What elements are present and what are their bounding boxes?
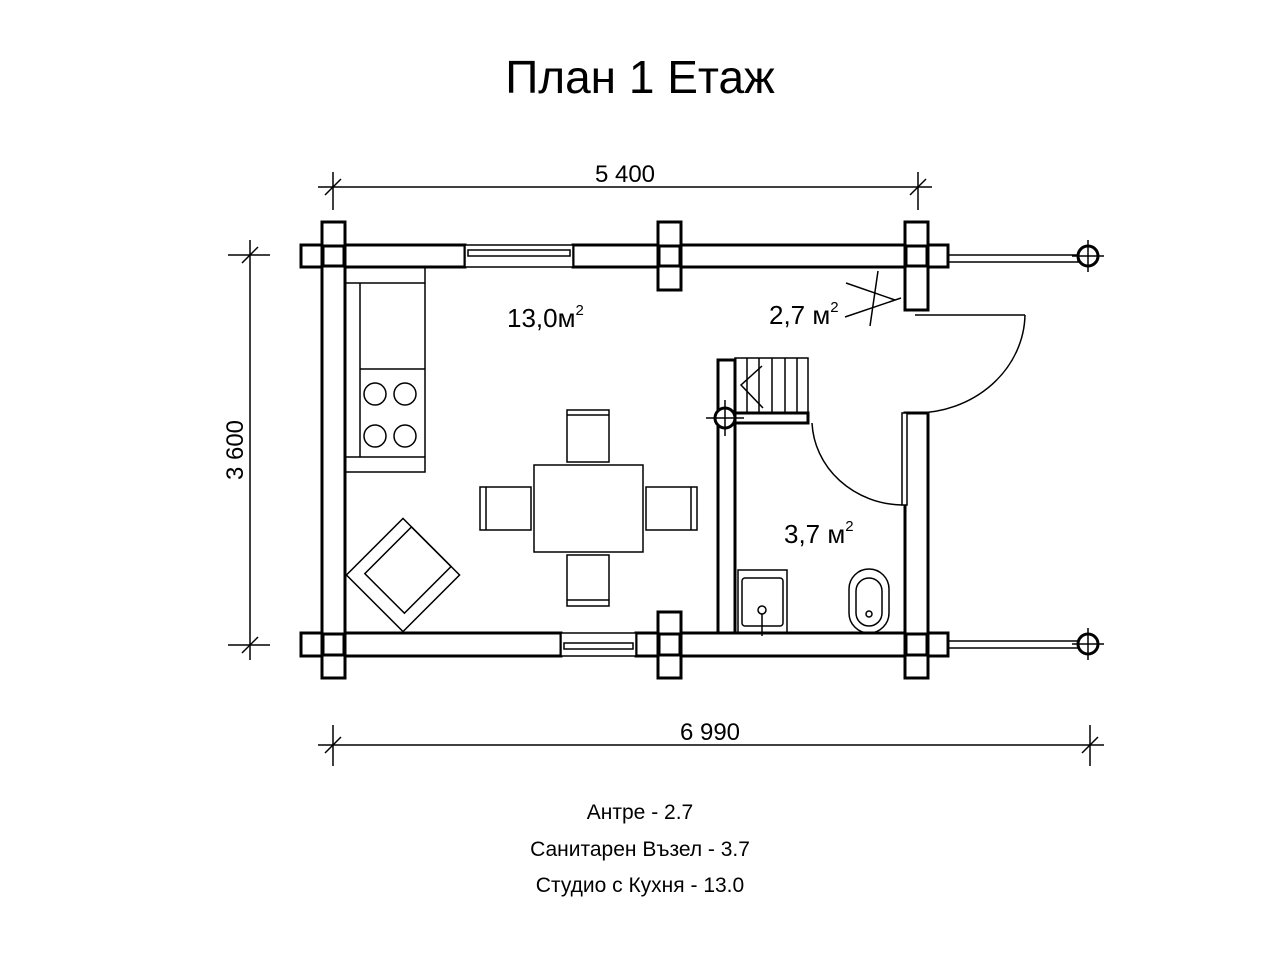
room-area-bathroom: 3,7 м2: [784, 518, 854, 549]
dimension-left: 3 600: [222, 240, 270, 660]
entrance-door: [914, 314, 1026, 414]
dimension-top-label: 5 400: [595, 161, 655, 188]
armchair: [345, 517, 461, 633]
bathroom-door: [811, 412, 908, 506]
window-top: [464, 244, 574, 268]
dining-chairs: [479, 409, 698, 607]
walls: [299, 220, 950, 680]
balcony-rail-bottom: [947, 628, 1104, 660]
stairs: [734, 357, 809, 414]
light-fixture-icon: [844, 270, 902, 327]
column-post: [706, 400, 744, 436]
legend-item: Санитарен Възел - 3.7: [530, 837, 750, 861]
room-area-entrance: 2,7 м2: [769, 299, 839, 330]
stove-icon: [363, 382, 417, 448]
toilet: [848, 568, 890, 634]
room-legend: Антре - 2.7 Санитарен Възел - 3.7 Студио…: [0, 795, 1280, 905]
dimension-bottom-label: 6 990: [680, 719, 740, 746]
dimension-bottom: 6 990: [318, 719, 1104, 766]
kitchen-counter: [344, 266, 426, 473]
legend-item: Студио с Кухня - 13.0: [535, 874, 745, 897]
plan-title: План 1 Етаж: [505, 51, 775, 103]
dining-table: [533, 464, 644, 553]
sink: [737, 569, 788, 636]
dimension-top: 5 400: [318, 161, 932, 210]
dimension-left-label: 3 600: [222, 420, 249, 480]
room-area-studio: 13,0м2: [507, 302, 584, 333]
legend-item: Антре - 2.7: [586, 801, 694, 824]
window-bottom: [560, 632, 637, 657]
balcony-rail-top: [947, 240, 1104, 272]
